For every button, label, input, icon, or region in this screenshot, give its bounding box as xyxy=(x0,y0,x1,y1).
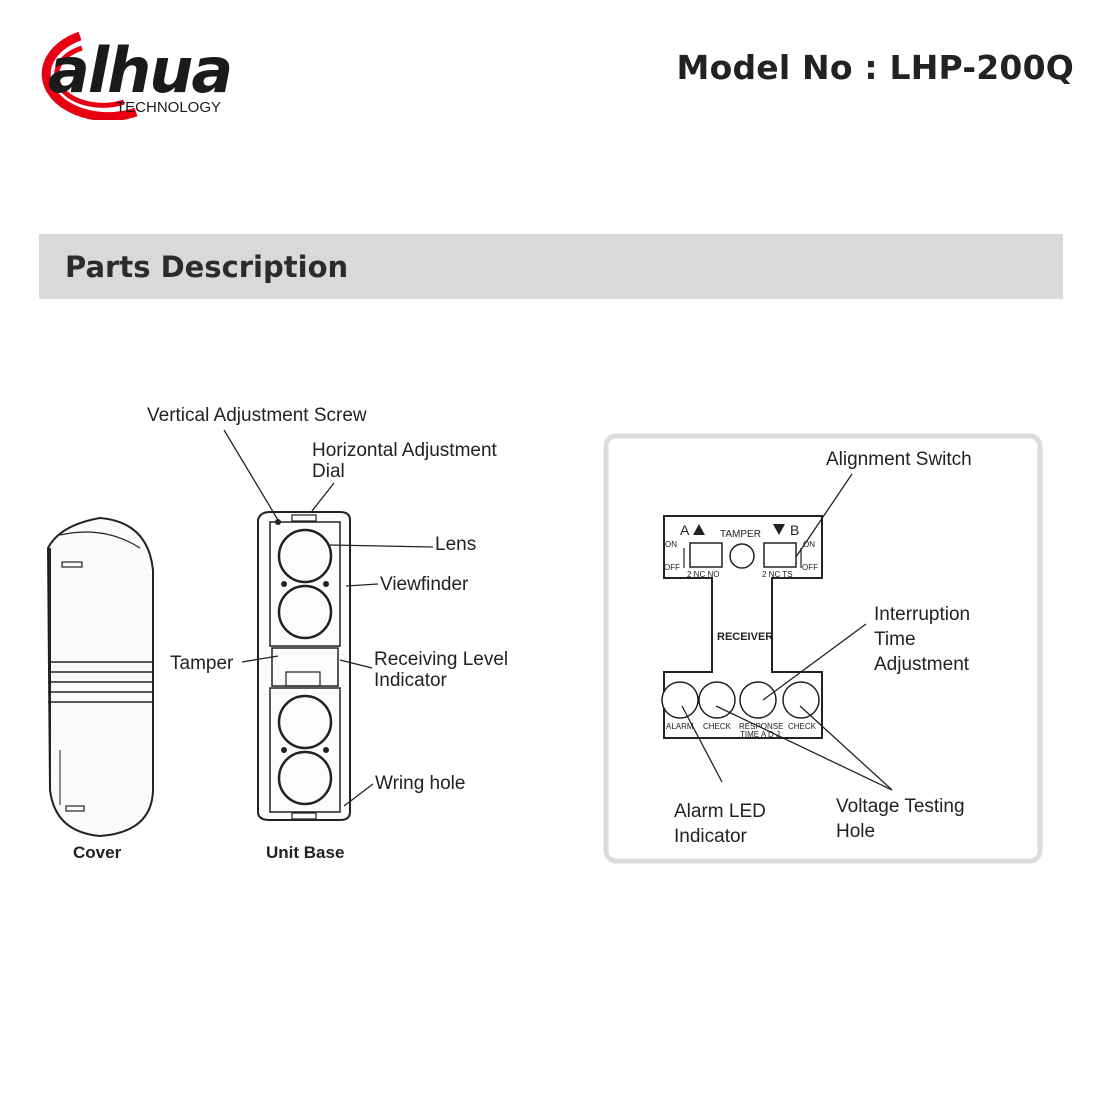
label-viewfinder: Viewfinder xyxy=(380,574,469,595)
label-vertical-adjustment-screw: Vertical Adjustment Screw xyxy=(147,405,367,426)
label-alignment-switch: Alignment Switch xyxy=(826,449,972,470)
receiver-label: RECEIVER xyxy=(717,631,773,643)
logo-wordmark: alhua xyxy=(48,34,231,107)
switch-b-pins: 2 NC TS xyxy=(762,570,793,579)
section-title: Parts Description xyxy=(65,250,349,284)
dahua-logo: alhua TECHNOLOGY xyxy=(41,31,233,120)
label-interruption-line3: Adjustment xyxy=(874,654,970,675)
unit-base-caption: Unit Base xyxy=(266,843,344,862)
response-hole-label-2: TIME A D J xyxy=(740,730,780,739)
switch-b xyxy=(763,542,797,568)
logo-tagline: TECHNOLOGY xyxy=(116,99,221,116)
label-wiring-hole: Wring hole xyxy=(375,773,465,794)
cover-caption: Cover xyxy=(73,843,122,862)
model-number: Model No : LHP-200Q xyxy=(676,48,1074,87)
section-header: Parts Description xyxy=(39,234,1063,299)
switch-b-label: B xyxy=(790,522,799,538)
switch-a-off: OFF xyxy=(664,563,680,572)
right-leader-lines xyxy=(681,473,893,791)
alarm-hole-label: ALARM xyxy=(666,722,694,731)
tamper-button xyxy=(729,543,755,569)
label-alarm-led-line1: Alarm LED xyxy=(674,801,766,822)
label-alarm-led-line2: Indicator xyxy=(674,826,748,847)
label-voltage-line2: Hole xyxy=(836,821,875,842)
switch-a-pins: 2 NC NO xyxy=(687,570,719,579)
switch-a-on: ON xyxy=(665,540,677,549)
switch-b-on: ON xyxy=(803,540,815,549)
label-interruption-line2: Time xyxy=(874,629,916,650)
lens-circles xyxy=(277,528,333,806)
logo-swoosh xyxy=(41,31,138,120)
bottom-holes xyxy=(661,681,820,719)
label-horizontal-adjustment-line1: Horizontal Adjustment xyxy=(312,440,498,461)
tamper-label: TAMPER xyxy=(720,529,761,540)
switch-a xyxy=(689,542,723,568)
switch-a-label: A xyxy=(680,522,690,538)
unit-base-illustration xyxy=(257,511,351,821)
label-receiving-level-line1: Receiving Level xyxy=(374,649,508,670)
response-hole-label-1: RESPONSE xyxy=(739,722,783,731)
lens-dots xyxy=(275,519,329,753)
cover-illustration xyxy=(46,516,154,838)
label-voltage-line1: Voltage Testing xyxy=(836,796,965,817)
check-hole-label-1: CHECK xyxy=(703,722,732,731)
label-horizontal-adjustment-line2: Dial xyxy=(312,461,345,482)
switch-b-off: OFF xyxy=(802,563,818,572)
label-receiving-level-line2: Indicator xyxy=(374,670,448,691)
arrow-down-icon xyxy=(773,524,785,535)
check-hole-label-2: CHECK xyxy=(788,722,817,731)
arrow-up-icon xyxy=(693,524,705,535)
receiver-panel-frame xyxy=(603,433,1043,864)
label-interruption-line1: Interruption xyxy=(874,604,970,625)
receiver-board-outline xyxy=(663,515,823,739)
label-lens: Lens xyxy=(435,534,476,555)
label-tamper: Tamper xyxy=(170,653,234,674)
left-leader-lines xyxy=(223,429,434,807)
